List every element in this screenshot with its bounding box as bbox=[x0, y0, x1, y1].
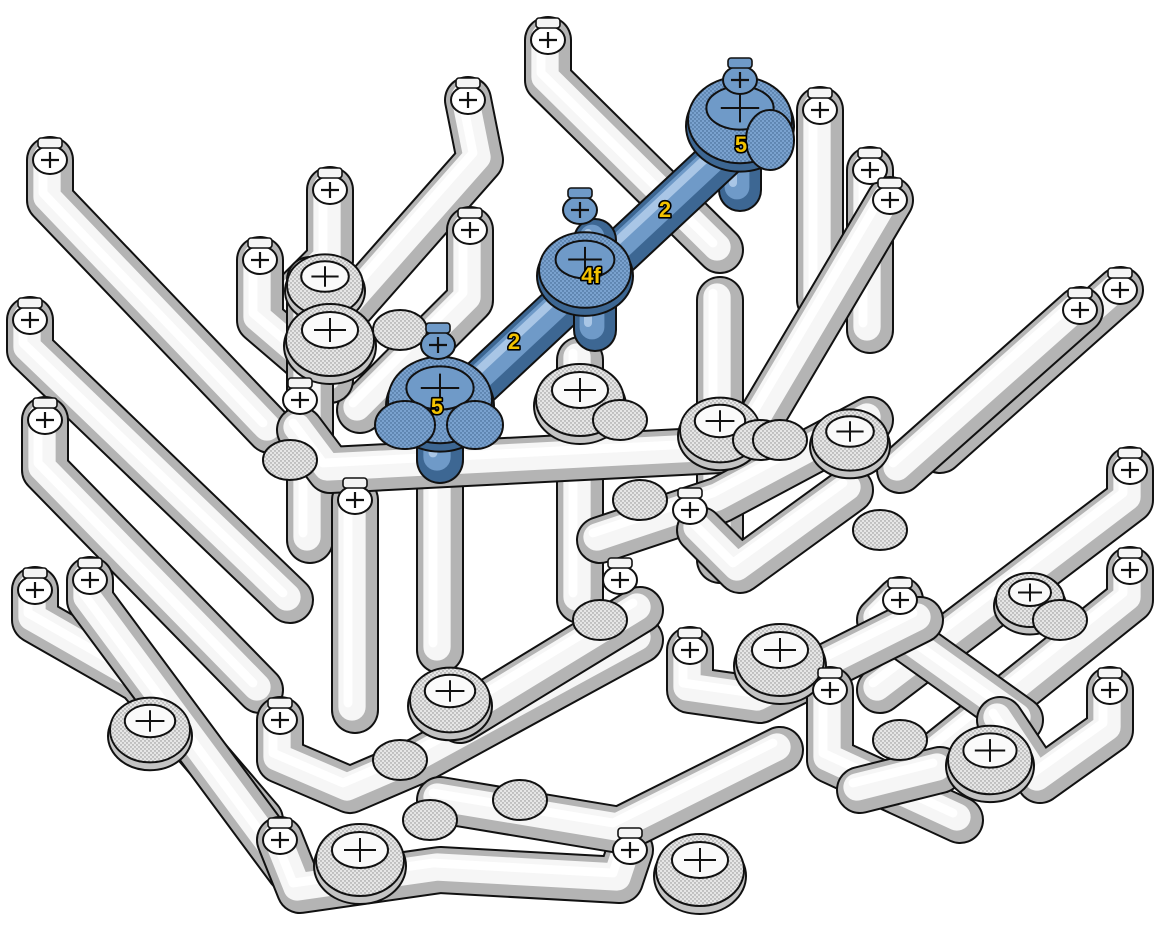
end-cap-9 bbox=[1102, 267, 1138, 305]
end-cap-1 bbox=[450, 77, 486, 115]
ring-collar-5 bbox=[752, 419, 808, 461]
end-cap-4 bbox=[452, 207, 488, 245]
end-cap-14 bbox=[72, 557, 108, 595]
connector-bottom-right bbox=[653, 833, 747, 915]
end-cap-11 bbox=[12, 297, 48, 335]
ring-collar-2 bbox=[592, 399, 648, 441]
tube-bottom-right bbox=[836, 746, 964, 814]
ring-collar-0 bbox=[372, 309, 428, 351]
ring-collar-11 bbox=[872, 719, 928, 761]
label-connector-4f: 4f bbox=[581, 263, 601, 288]
end-cap-25 bbox=[602, 557, 638, 595]
end-cap-6 bbox=[852, 147, 888, 185]
tube-bottom-front bbox=[256, 816, 654, 914]
tube-right-upper-arm-2 bbox=[876, 286, 1104, 494]
connector-4f-highlighted bbox=[536, 231, 634, 317]
connector-5-right-face bbox=[745, 109, 795, 171]
connector-front-far-right bbox=[945, 724, 1035, 804]
label-connector-5-left: 5 bbox=[431, 394, 443, 419]
end-cap-blue-right bbox=[722, 57, 758, 95]
end-cap-27 bbox=[882, 577, 918, 615]
connector-5-left-face-2 bbox=[446, 400, 504, 450]
label-connector-5-right: 5 bbox=[735, 132, 747, 157]
tube-mid-right-elbow bbox=[676, 466, 874, 594]
ring-collar-8 bbox=[852, 509, 908, 551]
end-cap-20 bbox=[1092, 667, 1128, 705]
end-cap-19 bbox=[812, 667, 848, 705]
tube-mid-cross bbox=[276, 406, 744, 494]
end-cap-blue-center bbox=[562, 187, 598, 225]
ring-collar-10 bbox=[402, 799, 458, 841]
ring-collar-7 bbox=[572, 599, 628, 641]
tube-back-mid-left bbox=[336, 206, 494, 434]
ring-collar-6 bbox=[262, 439, 318, 481]
end-cap-5 bbox=[802, 87, 838, 125]
connector-5-left-face bbox=[374, 400, 436, 450]
end-cap-3 bbox=[312, 167, 348, 205]
connector-front-right bbox=[733, 623, 827, 705]
label-pipe-2-right: 2 bbox=[659, 197, 671, 222]
ring-collar-1 bbox=[372, 739, 428, 781]
end-cap-blue-left bbox=[420, 322, 456, 360]
tube-front-vertical-support bbox=[416, 436, 464, 674]
tube-back-upper-left bbox=[306, 76, 504, 354]
tube-back-vertical-right bbox=[796, 86, 844, 324]
connector-back-left-side bbox=[283, 303, 377, 385]
connector-right bbox=[809, 408, 891, 480]
connector-bottom-left bbox=[313, 823, 407, 905]
end-cap-7 bbox=[872, 177, 908, 215]
end-cap-17 bbox=[1112, 547, 1148, 585]
end-cap-23 bbox=[282, 377, 318, 415]
end-cap-24 bbox=[672, 487, 708, 525]
pipe-structure bbox=[6, 16, 1154, 915]
end-cap-0 bbox=[32, 137, 68, 175]
tube-bottom-mid bbox=[416, 726, 804, 854]
end-cap-16 bbox=[1112, 447, 1148, 485]
ring-collar-3 bbox=[612, 479, 668, 521]
part-labels: 5 2 4f 2 5 bbox=[429, 130, 748, 420]
end-cap-26 bbox=[337, 477, 373, 515]
end-cap-10 bbox=[1062, 287, 1098, 325]
end-cap-8 bbox=[242, 237, 278, 275]
end-cap-12 bbox=[27, 397, 63, 435]
tube-front-vertical-left bbox=[331, 476, 379, 734]
ring-collar-12 bbox=[1032, 599, 1088, 641]
end-cap-22 bbox=[612, 827, 648, 865]
end-cap-18 bbox=[672, 627, 708, 665]
connector-front-mid bbox=[407, 666, 493, 742]
end-cap-13 bbox=[17, 567, 53, 605]
end-cap-2 bbox=[530, 17, 566, 55]
end-cap-21 bbox=[262, 817, 298, 855]
label-pipe-2-left: 2 bbox=[508, 329, 520, 354]
ring-collar-9 bbox=[492, 779, 548, 821]
connector-back-left bbox=[284, 253, 366, 325]
end-cap-15 bbox=[262, 697, 298, 735]
tube-back-right-arm bbox=[736, 176, 914, 444]
connector-front-left bbox=[107, 696, 193, 772]
